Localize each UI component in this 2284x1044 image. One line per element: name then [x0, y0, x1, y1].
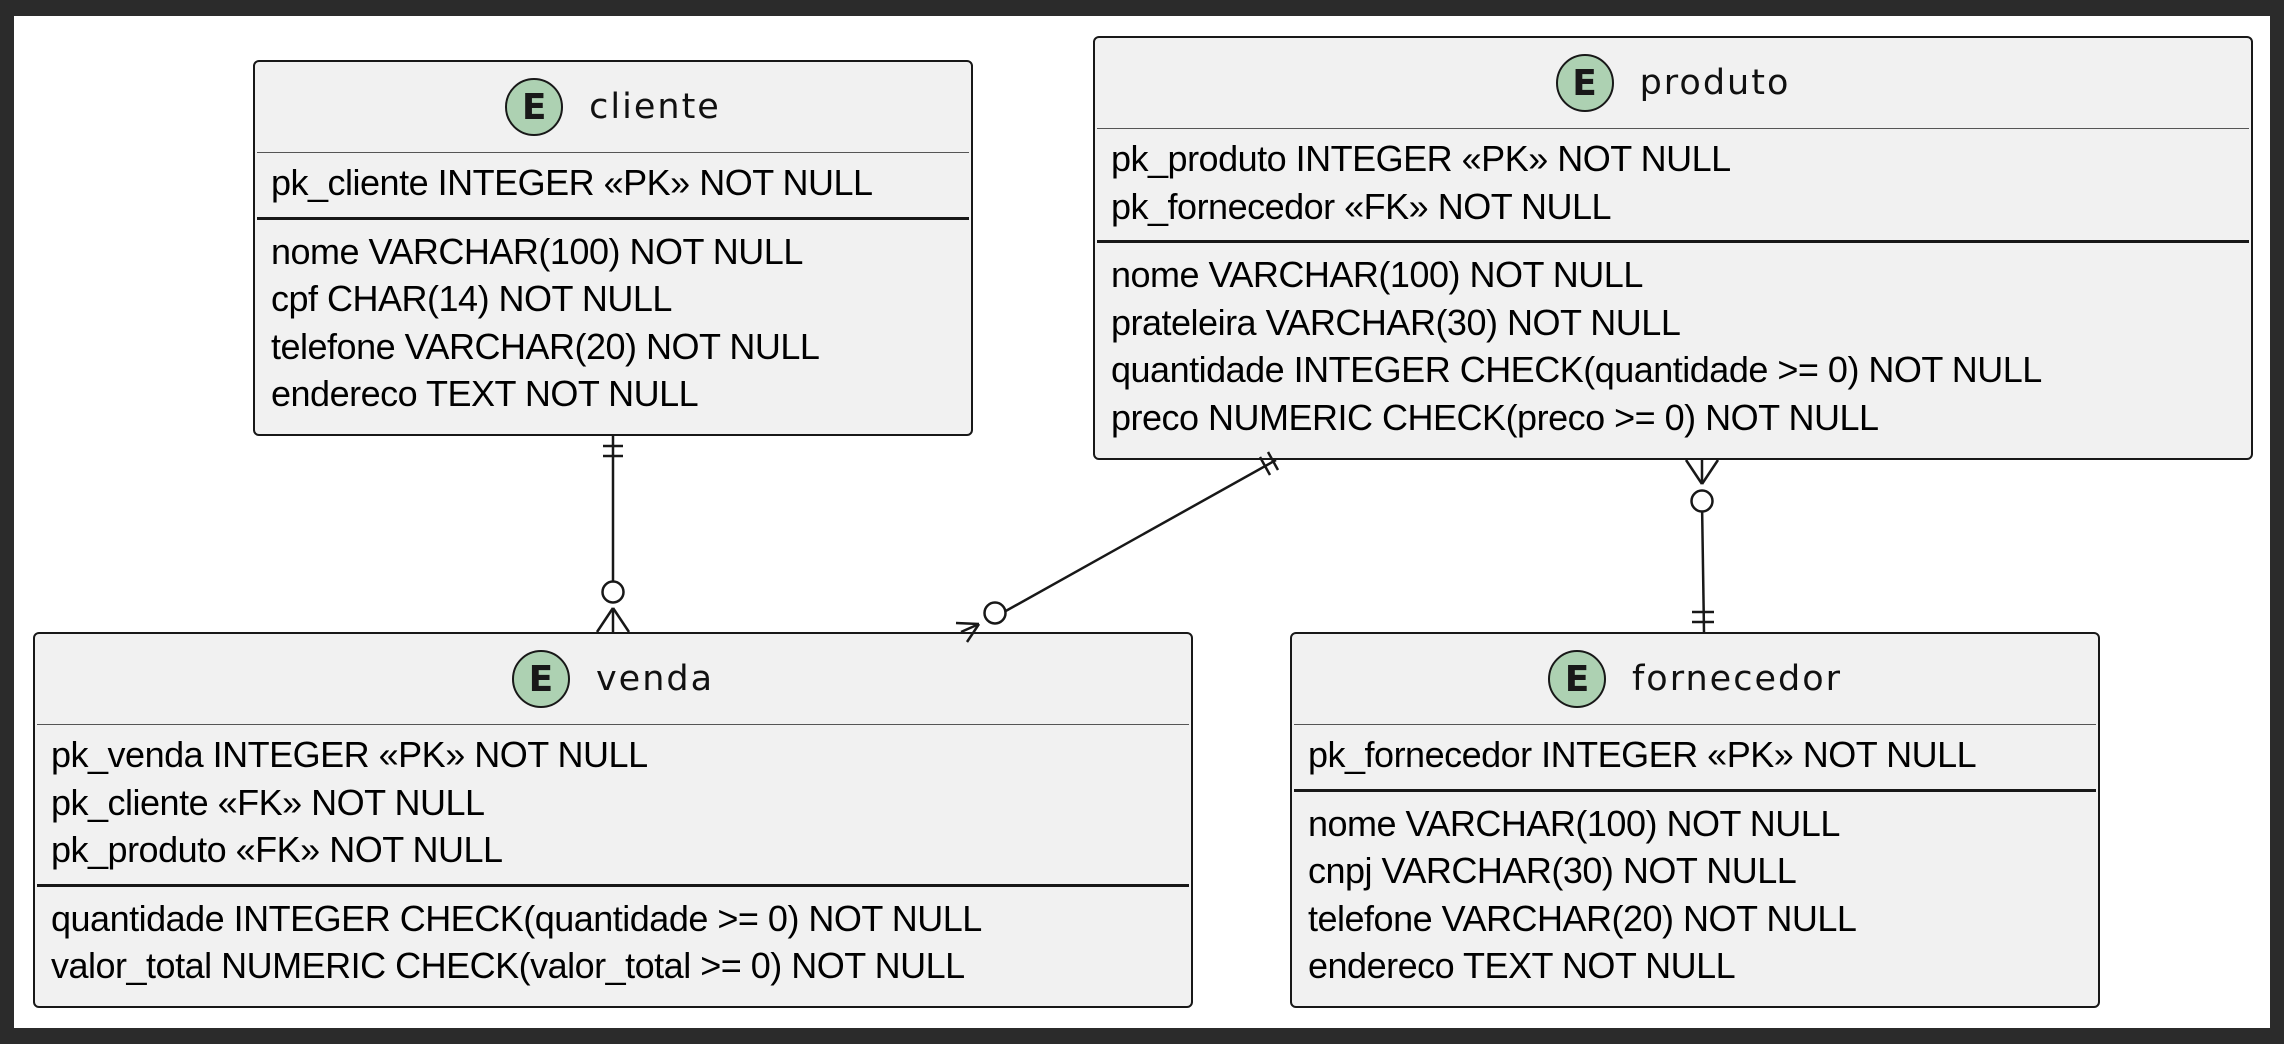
crow-foot-mark: [595, 607, 615, 633]
one-bar-mark: [1266, 451, 1280, 471]
attribute-section: nome VARCHAR(100) NOT NULL cnpj VARCHAR(…: [1292, 792, 2098, 990]
attribute-field: nome VARCHAR(100) NOT NULL: [271, 230, 803, 272]
attribute-section: quantidade INTEGER CHECK(quantidade >= 0…: [35, 887, 1191, 990]
attribute-field: prateleira VARCHAR(30) NOT NULL: [1111, 301, 1681, 343]
key-section: pk_fornecedor INTEGER «PK» NOT NULL: [1294, 725, 2096, 792]
crow-foot-mark: [965, 623, 981, 643]
zero-circle-mark: [983, 601, 1007, 625]
entity-header: E venda: [37, 634, 1189, 725]
crow-foot-mark: [1684, 459, 1704, 485]
entity-badge-icon: E: [505, 78, 564, 136]
relationship-lines: [595, 436, 1720, 643]
relationship-produto-venda[interactable]: [955, 451, 1280, 643]
attribute-field: nome VARCHAR(100) NOT NULL: [1308, 802, 1840, 844]
entity-title: fornecedor: [1631, 659, 1843, 699]
attribute-field: quantidade INTEGER CHECK(quantidade >= 0…: [1111, 349, 2042, 390]
entity-fornecedor[interactable]: E fornecedor pk_fornecedor INTEGER «PK» …: [1290, 632, 2100, 1008]
key-section: pk_venda INTEGER «PK» NOT NULL pk_client…: [37, 725, 1189, 887]
entity-title: venda: [595, 659, 715, 699]
zero-circle-mark: [1690, 489, 1714, 513]
attribute-field: telefone VARCHAR(20) NOT NULL: [1308, 897, 1857, 939]
entity-badge-icon: E: [511, 650, 570, 708]
entity-badge-icon: E: [1547, 650, 1606, 708]
key-section: pk_produto INTEGER «PK» NOT NULL pk_forn…: [1097, 129, 2249, 243]
relationship-line: [1700, 501, 1706, 633]
entity-cliente[interactable]: E cliente pk_cliente INTEGER «PK» NOT NU…: [253, 60, 973, 436]
entity-produto[interactable]: E produto pk_produto INTEGER «PK» NOT NU…: [1093, 36, 2253, 460]
key-field: pk_fornecedor «FK» NOT NULL: [1111, 185, 1612, 227]
entity-header: E cliente: [257, 62, 969, 153]
attribute-field: preco NUMERIC CHECK(preco >= 0) NOT NULL: [1111, 396, 1879, 438]
attribute-field: endereco TEXT NOT NULL: [271, 373, 699, 414]
attribute-field: endereco TEXT NOT NULL: [1308, 945, 1736, 986]
key-field: pk_cliente INTEGER «PK» NOT NULL: [271, 162, 873, 203]
relationship-line: [994, 458, 1277, 619]
entity-title: produto: [1639, 63, 1791, 103]
entity-venda[interactable]: E venda pk_venda INTEGER «PK» NOT NULL p…: [33, 632, 1193, 1008]
attribute-field: telefone VARCHAR(20) NOT NULL: [271, 325, 820, 367]
key-section: pk_cliente INTEGER «PK» NOT NULL: [257, 153, 969, 220]
entity-badge-icon: E: [1555, 54, 1614, 112]
relationship-cliente-venda[interactable]: [595, 436, 631, 633]
crow-foot-mark: [1700, 459, 1720, 485]
attribute-field: nome VARCHAR(100) NOT NULL: [1111, 254, 1643, 295]
relationship-fornecedor-produto[interactable]: [1684, 459, 1720, 633]
zero-circle-mark: [601, 580, 625, 604]
attribute-field: quantidade INTEGER CHECK(quantidade >= 0…: [51, 897, 982, 939]
one-bar-mark: [1258, 456, 1272, 476]
key-field: pk_cliente «FK» NOT NULL: [51, 781, 485, 823]
key-field: pk_produto INTEGER «PK» NOT NULL: [1111, 138, 1731, 179]
crow-foot-mark: [611, 607, 631, 633]
diagram-canvas: E cliente pk_cliente INTEGER «PK» NOT NU…: [14, 16, 2270, 1028]
attribute-section: nome VARCHAR(100) NOT NULL prateleira VA…: [1095, 243, 2251, 441]
key-field: pk_fornecedor INTEGER «PK» NOT NULL: [1308, 734, 1977, 775]
crow-foot-mark: [960, 622, 980, 634]
attribute-field: valor_total NUMERIC CHECK(valor_total >=…: [51, 945, 965, 986]
crow-foot-mark: [955, 621, 980, 626]
attribute-field: cnpj VARCHAR(30) NOT NULL: [1308, 850, 1797, 891]
key-field: pk_produto «FK» NOT NULL: [51, 829, 503, 870]
entity-header: E fornecedor: [1294, 634, 2096, 725]
entity-header: E produto: [1097, 38, 2249, 129]
attribute-field: cpf CHAR(14) NOT NULL: [271, 278, 672, 319]
attribute-section: nome VARCHAR(100) NOT NULL cpf CHAR(14) …: [255, 220, 971, 418]
key-field: pk_venda INTEGER «PK» NOT NULL: [51, 734, 648, 775]
entity-title: cliente: [589, 87, 721, 127]
